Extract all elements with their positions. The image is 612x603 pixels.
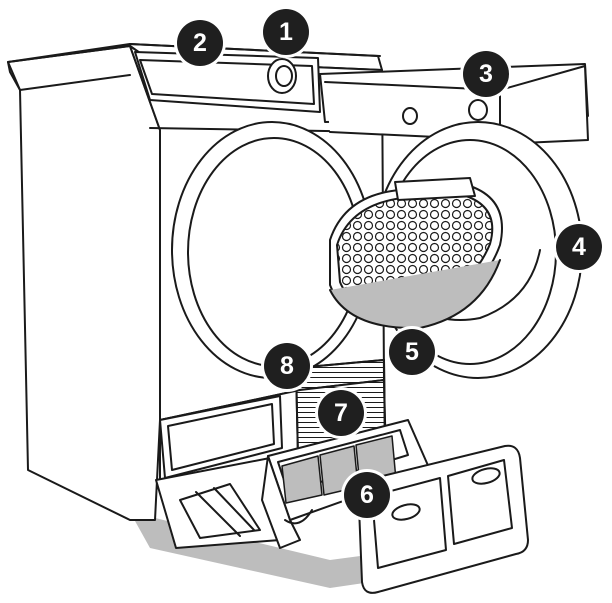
cabinet-side (7, 45, 161, 521)
callout-4: 4 (556, 224, 602, 270)
condenser-cover (357, 444, 529, 594)
callout-6: 6 (344, 472, 390, 518)
condenser-opening (155, 395, 283, 549)
callout-5: 5 (389, 329, 435, 375)
callout-8: 8 (264, 343, 310, 389)
callout-3: 3 (463, 51, 509, 97)
callout-1: 1 (263, 9, 309, 55)
callout-2: 2 (177, 20, 223, 66)
program-knob (267, 58, 297, 94)
filter (329, 177, 503, 330)
callout-7: 7 (318, 390, 364, 436)
